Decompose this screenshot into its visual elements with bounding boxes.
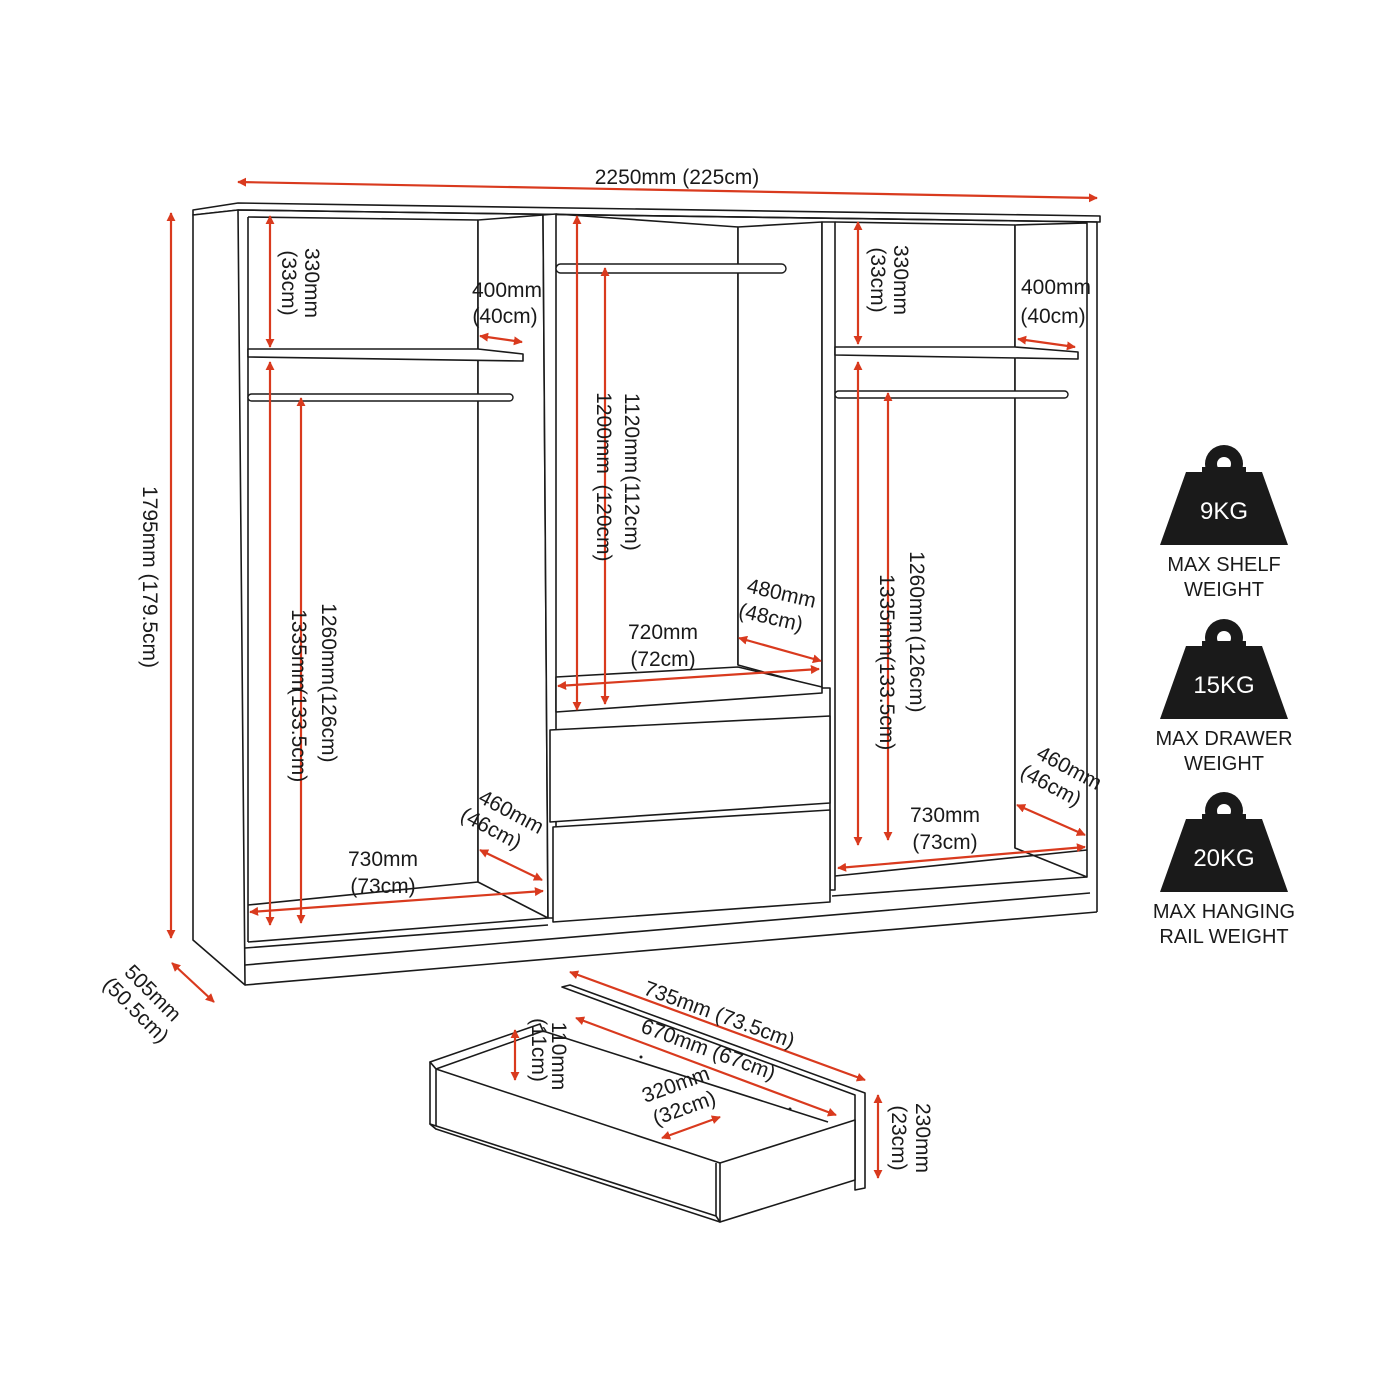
drawer-inner-depth-arrow: [661, 1115, 721, 1140]
right-width-arrow: [837, 843, 1086, 872]
rail-weight-caption-line2: RAIL WEIGHT: [1159, 926, 1288, 948]
center-full-cm-label: (120cm): [592, 484, 615, 561]
rail-weight-value: 20KG: [1193, 845, 1254, 872]
drawer-inner-width-arrow: [575, 1016, 837, 1117]
right-full-cm-label: (133.5cm): [875, 656, 898, 751]
left-full-cm-label: (133.5cm): [287, 688, 310, 783]
left-width-arrow: [249, 887, 544, 916]
left-width-cm-label: (73cm): [350, 875, 415, 898]
rail-weight-caption-line1: MAX HANGING: [1153, 901, 1295, 923]
center-width-arrow: [557, 665, 820, 690]
dimension-labels: 2250mm (225cm) 1795mm (179.5cm) 505mm (5…: [98, 166, 1105, 1173]
left-shelf-depth-arrow: [479, 332, 523, 346]
left-shelf-depth-cm-label: (40cm): [472, 305, 537, 328]
weight-icon: [1160, 792, 1288, 892]
dimension-lines: [166, 177, 1098, 1179]
max-weight-legend: 9KG MAX SHELF WEIGHT 15KG MAX DRAWER WEI…: [1153, 445, 1295, 948]
left-top-shelf-cm-label: (33cm): [277, 250, 300, 315]
right-shelf-depth-mm-label: 400mm: [1021, 276, 1091, 299]
drawer-height-cm-label: (23cm): [887, 1105, 910, 1170]
left-full-mm-label: 1335mm: [287, 609, 310, 691]
center-hanging-mm-label: 1120mm: [620, 393, 643, 473]
left-top-shelf-mm-label: 330mm: [300, 248, 323, 318]
right-width-cm-label: (73cm): [912, 831, 977, 854]
left-hanging-mm-label: 1260mm: [317, 603, 340, 685]
shelf-weight-caption-line1: MAX SHELF: [1167, 554, 1280, 576]
width-arrow: [237, 177, 1098, 203]
right-depth-bottom-arrow: [1016, 803, 1086, 837]
weight-icon: [1160, 445, 1288, 545]
shelf-weight-caption-line2: WEIGHT: [1184, 579, 1264, 601]
drawer-weight-badge: 15KG MAX DRAWER WEIGHT: [1155, 619, 1293, 775]
drawer-inner-height-mm-label: 110mm: [547, 1022, 570, 1090]
right-hanging-mm-label: 1260mm: [905, 551, 928, 633]
right-width-mm-label: 730mm: [910, 804, 980, 827]
left-width-mm-label: 730mm: [348, 848, 418, 871]
weight-icon: [1160, 619, 1288, 719]
left-shelf-depth-mm-label: 400mm: [472, 279, 542, 302]
right-full-mm-label: 1335mm: [875, 574, 898, 656]
drawer-weight-caption-line1: MAX DRAWER: [1155, 728, 1292, 750]
left-depth-bottom-arrow: [479, 849, 543, 881]
shelf-weight-value: 9KG: [1200, 498, 1248, 525]
center-width-mm-label: 720mm: [628, 621, 698, 644]
center-depth-arrow: [738, 635, 822, 664]
right-hanging-cm-label: (126cm): [905, 635, 928, 712]
right-shelf-depth-arrow: [1017, 335, 1076, 351]
depth-arrow: [171, 962, 215, 1003]
right-top-shelf-cm-label: (33cm): [866, 247, 889, 312]
center-hanging-cm-label: (112cm): [620, 475, 643, 550]
height-label: 1795mm (179.5cm): [138, 486, 161, 668]
wardrobe-outline: [192, 202, 1101, 986]
right-top-shelf-mm-label: 330mm: [889, 245, 912, 315]
drawer-height-mm-label: 230mm: [911, 1103, 934, 1173]
drawer-weight-caption-line2: WEIGHT: [1184, 753, 1264, 775]
right-shelf-depth-cm-label: (40cm): [1020, 305, 1085, 328]
rail-weight-badge: 20KG MAX HANGING RAIL WEIGHT: [1153, 792, 1295, 948]
width-label: 2250mm (225cm): [595, 166, 760, 189]
drawer-weight-value: 15KG: [1193, 672, 1254, 699]
center-width-cm-label: (72cm): [630, 648, 695, 671]
center-full-mm-label: 1200mm: [592, 392, 615, 474]
shelf-weight-badge: 9KG MAX SHELF WEIGHT: [1160, 445, 1288, 601]
left-hanging-cm-label: (126cm): [317, 685, 340, 762]
drawer-inner-height-cm-label: (11cm): [527, 1018, 550, 1082]
